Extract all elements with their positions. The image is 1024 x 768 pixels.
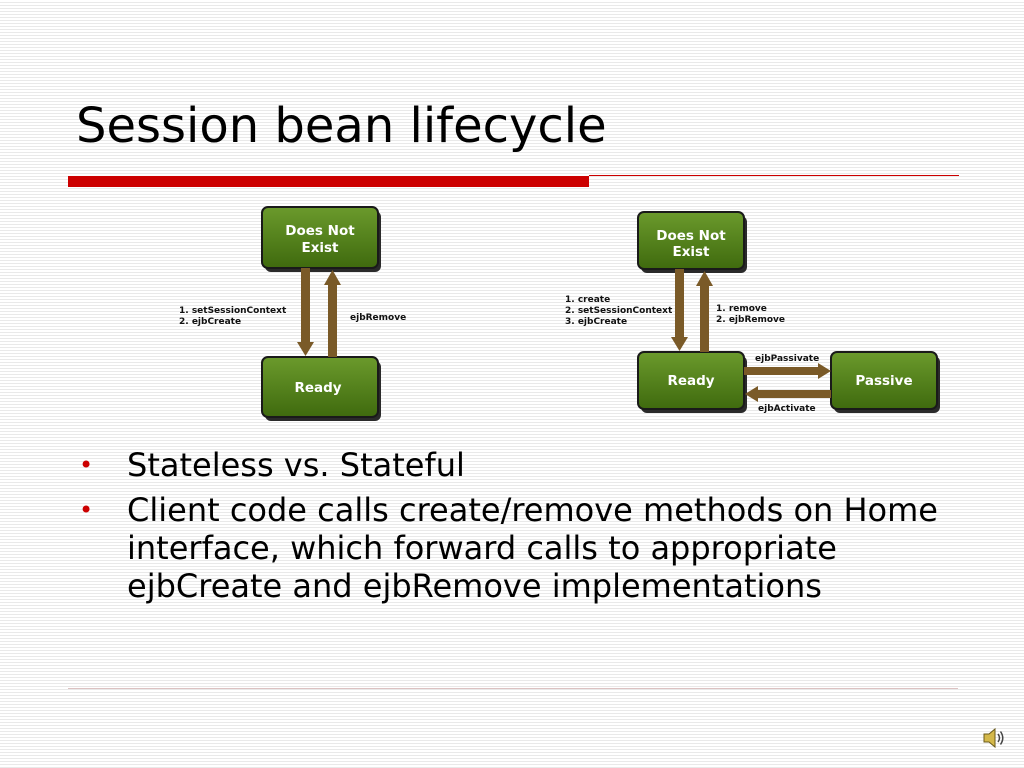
stateless-lifecycle-diagram: Does Not Exist Ready 1. setSessionContex… <box>170 200 420 424</box>
state-ready: Ready <box>261 356 381 421</box>
state-label-passive: Passive <box>855 373 912 389</box>
arrow-create <box>671 269 688 351</box>
bullet-text: Client code calls create/remove methods … <box>127 491 938 605</box>
label-ejb-passivate: ejbPassivate <box>755 354 819 364</box>
arrow-create <box>297 268 314 356</box>
bullet-list: • Stateless vs. Stateful • Client code c… <box>76 446 976 612</box>
footer-divider <box>68 688 958 689</box>
state-does-not-exist: Does Not Exist <box>637 211 747 273</box>
state-label-does-not: Does Not <box>285 223 355 239</box>
label-ejb-create: 2. ejbCreate <box>179 317 241 327</box>
label-set-session-context: 2. setSessionContext <box>565 306 673 316</box>
label-ejb-remove: 2. ejbRemove <box>716 315 785 325</box>
bullet-text: Stateless vs. Stateful <box>127 446 465 484</box>
arrow-remove <box>324 270 341 357</box>
state-label-does-not: Does Not <box>656 228 726 244</box>
bullet-icon: • <box>79 496 94 524</box>
bullet-item: • Client code calls create/remove method… <box>76 491 976 605</box>
stateful-diagram-svg: Does Not Exist Ready Passive <box>565 211 940 414</box>
bullet-item: • Stateless vs. Stateful <box>76 446 976 484</box>
speaker-icon[interactable] <box>982 726 1008 750</box>
slide-title: Session bean lifecycle <box>76 98 607 154</box>
arrow-passivate <box>744 363 831 379</box>
state-label-exist: Exist <box>301 240 339 256</box>
stateful-lifecycle-diagram: Does Not Exist Ready Passive <box>560 205 945 417</box>
state-label-exist: Exist <box>672 244 710 260</box>
label-ejb-remove: ejbRemove <box>350 313 406 323</box>
arrow-remove <box>696 271 713 352</box>
arrow-activate <box>745 386 831 402</box>
stateless-diagram-svg: Does Not Exist Ready 1. setSessionContex… <box>179 206 406 421</box>
label-set-session-context: 1. setSessionContext <box>179 306 287 316</box>
title-underline-bar <box>68 176 589 187</box>
state-label-ready: Ready <box>667 373 714 389</box>
title-underline-line <box>589 175 959 176</box>
label-create: 1. create <box>565 295 610 305</box>
state-does-not-exist: Does Not Exist <box>261 206 381 272</box>
bullet-icon: • <box>79 451 94 479</box>
state-passive: Passive <box>830 351 940 413</box>
label-ejb-create: 3. ejbCreate <box>565 317 627 327</box>
state-ready: Ready <box>637 351 747 413</box>
label-remove: 1. remove <box>716 304 767 314</box>
label-ejb-activate: ejbActivate <box>758 404 816 414</box>
state-label-ready: Ready <box>294 380 341 396</box>
